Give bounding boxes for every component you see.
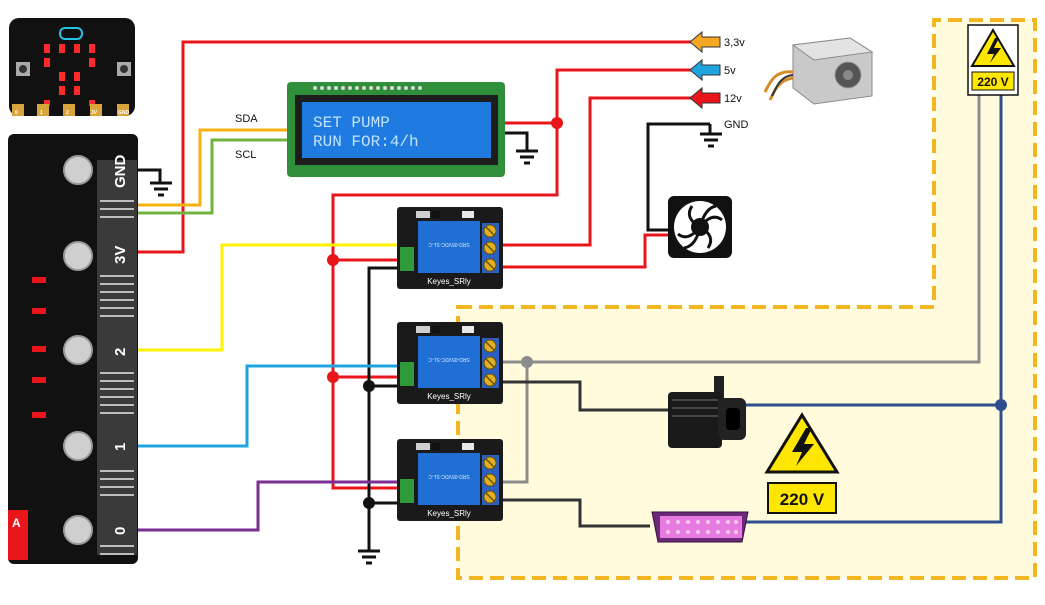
wire-lcd-gnd <box>505 131 529 150</box>
pad-0 <box>63 515 93 545</box>
arrow-3v3-icon <box>689 30 721 54</box>
wire-pin0 <box>138 480 410 532</box>
arrow-5v-icon <box>689 58 721 82</box>
fan <box>668 196 732 258</box>
label-12v: 12v <box>724 93 742 105</box>
wire-pump <box>500 380 668 412</box>
wire-gnd-fan <box>646 122 710 232</box>
arrow-12v-icon <box>689 86 721 110</box>
wire-lamp <box>500 498 650 528</box>
wire-pin2 <box>138 243 410 352</box>
pad-gnd <box>63 155 93 185</box>
grow-lamp <box>651 511 749 543</box>
scl-label: SCL <box>235 149 256 161</box>
lcd-line-1: SET PUMP <box>313 114 390 132</box>
wire-12v <box>500 96 700 247</box>
small-pin-2: 2 <box>66 110 69 116</box>
pin-label-gnd: GND <box>112 155 129 189</box>
power-inputs: 3,3v 5v 12v GND <box>689 30 749 131</box>
wire-relay-gnd <box>367 266 410 550</box>
wire-5v <box>331 68 700 490</box>
lcd-display: SET PUMP RUN FOR:4/h <box>287 82 505 177</box>
microbit-face: 0 1 2 3V GND <box>9 18 135 116</box>
pin-label-2: 2 <box>112 348 129 356</box>
label-gnd: GND <box>724 119 749 131</box>
label-3v3: 3,3v <box>724 37 745 49</box>
mains-label-small: 220 V <box>977 75 1008 89</box>
relay-model-label: Keyes_SRly <box>427 392 471 401</box>
pin-label-3v: 3V <box>112 246 129 264</box>
relay-coil-label: SRD-05VDC-SL-C <box>428 473 470 479</box>
small-pin-3v: 3V <box>91 110 98 116</box>
pin-label-1: 1 <box>112 443 129 451</box>
relay-model-label: Keyes_SRly <box>427 509 471 518</box>
water-pump <box>668 376 746 448</box>
pad-2 <box>63 335 93 365</box>
mains-warning-large: 220 V <box>764 412 840 514</box>
pad-1 <box>63 431 93 461</box>
microbit-edge: A GND 3V 2 1 0 <box>8 134 138 564</box>
relay-fan: SRD-05VDC-SL-C Keyes_SRly <box>397 207 503 289</box>
corner-mark: A <box>12 516 21 530</box>
relay-pump: SRD-05VDC-SL-C Keyes_SRly <box>397 322 503 404</box>
pin-label-0: 0 <box>112 527 129 535</box>
lcd-line-2: RUN FOR:4/h <box>313 133 419 151</box>
mains-label-large: 220 V <box>780 490 825 509</box>
sda-label: SDA <box>235 113 258 125</box>
relay-model-label: Keyes_SRly <box>427 277 471 286</box>
pad-3v <box>63 241 93 271</box>
wire-pin1 <box>138 364 410 448</box>
small-pin-0: 0 <box>15 110 18 116</box>
mains-zone <box>456 18 1037 580</box>
power-supply <box>763 37 874 105</box>
small-pin-1: 1 <box>40 110 43 116</box>
wire-fan-pos <box>500 233 672 269</box>
relay-lamp: SRD-05VDC-SL-C Keyes_SRly <box>397 439 503 521</box>
mains-warning-small: 220 V <box>967 24 1019 96</box>
wire-mains-neutral <box>745 95 1003 524</box>
ground-symbols <box>150 124 722 565</box>
wire-sda <box>138 128 290 207</box>
relay-coil-label: SRD-05VDC-SL-C <box>428 356 470 362</box>
wire-gnd-mb <box>138 168 162 182</box>
small-pin-gnd: GND <box>118 110 130 116</box>
wire-scl <box>138 138 290 215</box>
label-5v: 5v <box>724 65 736 77</box>
wire-mains-phase-2 <box>500 362 529 484</box>
wire-mains-phase <box>500 95 981 364</box>
relay-coil-label: SRD-05VDC-SL-C <box>428 241 470 247</box>
wire-3v3 <box>138 40 700 254</box>
